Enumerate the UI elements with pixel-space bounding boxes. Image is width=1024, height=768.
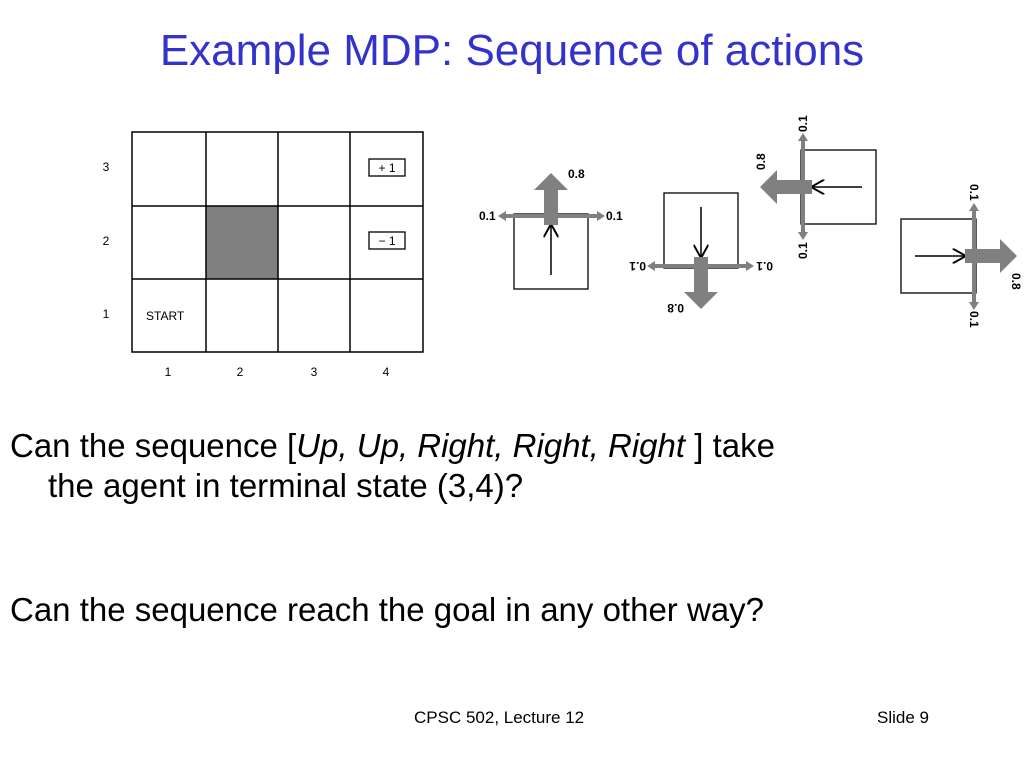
question-1-suffix: ] take [685,427,775,464]
col-label-1: 1 [165,365,172,379]
svg-text:0.1: 0.1 [796,115,810,132]
transition-diagram-left: 0.8 0.1 0.1 [754,115,877,259]
left-side-arrow [798,133,808,240]
transition-diagram-down: 0.8 0.1 0.1 [629,192,773,315]
question-2: Can the sequence reach the goal in any o… [10,591,765,628]
svg-text:0.1: 0.1 [967,184,981,201]
svg-text:0.1: 0.1 [756,259,773,273]
plus-reward-box [368,158,406,177]
row-label-3: 3 [103,160,110,174]
slide-title: Example MDP: Sequence of actions [159,26,865,75]
up-side-arrow [498,211,605,221]
minus-reward-box [368,231,406,250]
svg-text:0.1: 0.1 [479,209,496,223]
minus-reward-label: − 1 [378,234,395,248]
question-1-line2: the agent in terminal state (3,4)? [48,467,524,504]
up-forward-arrow [534,173,568,225]
action-sequence: Up, Up, Right, Right, Right [296,427,686,464]
svg-text:0.1: 0.1 [629,259,646,273]
right-forward-arrow [965,239,1017,273]
down-side-arrow [647,261,754,271]
mdp-figure: + 1 − 1 START 3 2 1 1 2 3 4 0.8 0.1 0.1 … [103,115,1023,379]
svg-text:0.8: 0.8 [667,301,684,315]
row-label-1: 1 [103,307,110,321]
col-label-4: 4 [383,365,390,379]
col-label-2: 2 [237,365,244,379]
svg-text:0.1: 0.1 [796,242,810,259]
svg-text:0.8: 0.8 [1009,273,1023,290]
svg-text:0.1: 0.1 [967,311,981,328]
row-label-2: 2 [103,234,110,248]
down-forward-arrow [684,257,718,309]
left-forward-arrow [760,170,812,204]
svg-text:0.8: 0.8 [568,167,585,181]
question-1: Can the sequence [Up, Up, Right, Right, … [10,426,1000,506]
start-label: START [146,309,185,323]
svg-text:0.8: 0.8 [754,153,768,170]
transition-diagram-right: 0.8 0.1 0.1 [900,184,1023,328]
plus-reward-label: + 1 [378,161,395,175]
footer-slide-number: Slide 9 [877,708,929,727]
transition-diagram-up: 0.8 0.1 0.1 [479,167,623,290]
grid-cell-2-2-obstacle [206,206,278,279]
svg-text:0.1: 0.1 [606,209,623,223]
col-label-3: 3 [311,365,318,379]
right-side-arrow [969,203,979,310]
grid-world: + 1 − 1 START 3 2 1 1 2 3 4 [103,131,424,379]
footer-course: CPSC 502, Lecture 12 [414,708,585,727]
question-1-prefix: Can the sequence [ [10,427,297,464]
